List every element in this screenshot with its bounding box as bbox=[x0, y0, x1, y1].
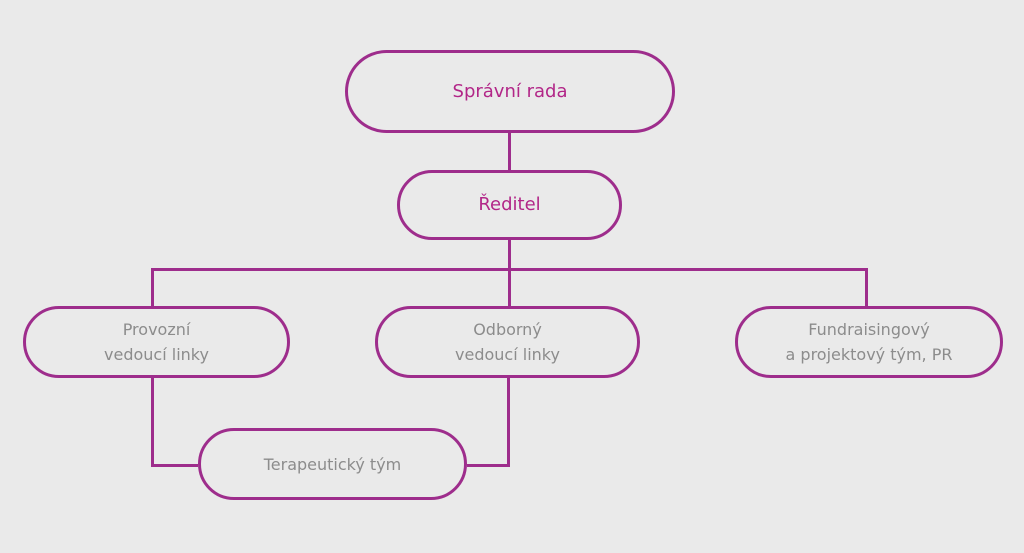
org-node-reditel: Ředitel bbox=[397, 170, 622, 240]
connector-spravni-rada-to-reditel bbox=[508, 133, 511, 172]
node-label-line2: a projektový tým, PR bbox=[785, 345, 953, 364]
node-label: Ředitel bbox=[478, 194, 541, 215]
org-node-terapeuticky-tym: Terapeutický tým bbox=[198, 428, 467, 500]
node-label-line2: vedoucí linky bbox=[455, 345, 560, 364]
connector-odborny-to-terapeuticky-horizontal bbox=[467, 464, 510, 467]
connector-reditel-to-branch bbox=[508, 240, 511, 306]
node-label: Správní rada bbox=[452, 80, 568, 102]
org-node-provozni-vedouci-linky: Provozní vedoucí linky bbox=[23, 306, 290, 378]
connector-branch-to-fundraising bbox=[865, 268, 868, 306]
node-label-line1: Odborný bbox=[473, 320, 542, 339]
node-label: Terapeutický tým bbox=[263, 454, 402, 474]
node-label-line1: Fundraisingový bbox=[808, 320, 930, 339]
connector-provozni-to-terapeuticky-vertical bbox=[151, 378, 154, 467]
node-label-line2: vedoucí linky bbox=[104, 345, 209, 364]
connector-branch-to-provozni bbox=[151, 268, 154, 306]
node-label-line1: Provozní bbox=[122, 320, 191, 339]
org-node-fundraising-projektovy-tym-pr: Fundraisingový a projektový tým, PR bbox=[735, 306, 1003, 378]
connector-provozni-to-terapeuticky-horizontal bbox=[151, 464, 198, 467]
connector-branch-horizontal bbox=[151, 268, 868, 271]
connector-odborny-to-terapeuticky-vertical bbox=[507, 378, 510, 467]
org-node-odborny-vedouci-linky: Odborný vedoucí linky bbox=[375, 306, 640, 378]
org-node-spravni-rada: Správní rada bbox=[345, 50, 675, 133]
